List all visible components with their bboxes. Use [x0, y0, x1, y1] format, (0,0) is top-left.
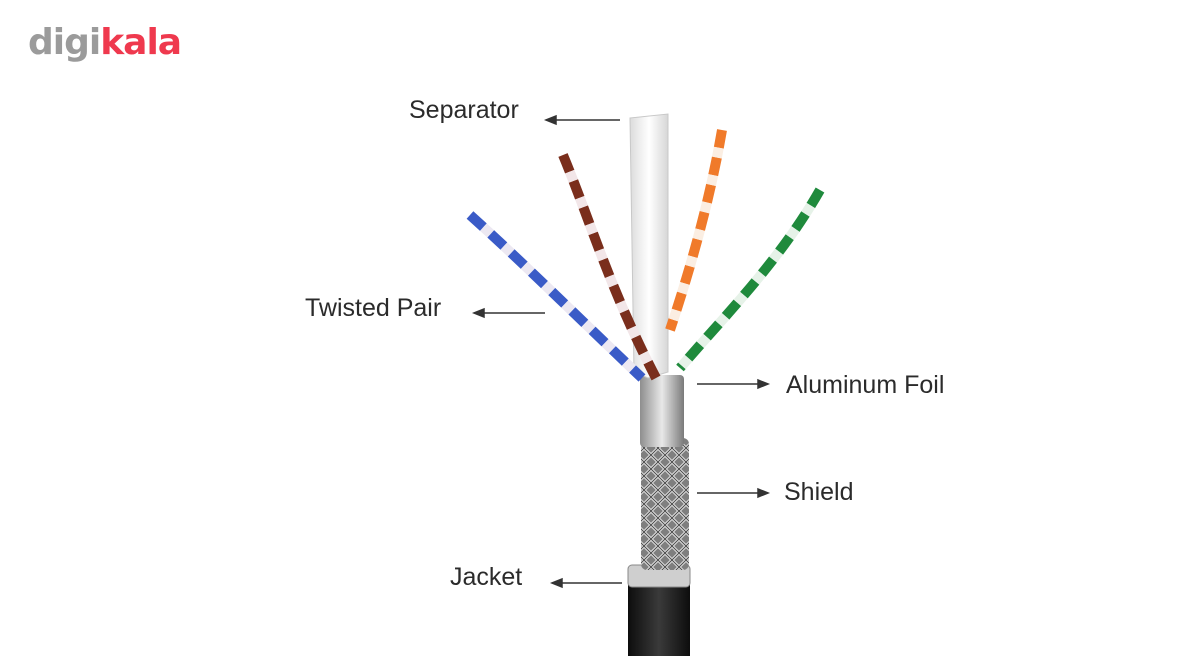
shield-braid	[641, 438, 689, 570]
label-aluminum-foil: Aluminum Foil	[786, 371, 945, 399]
arrow-aluminum-foil	[697, 378, 771, 390]
label-jacket: Jacket	[450, 563, 523, 591]
aluminum-foil	[640, 375, 684, 447]
wire-pair-orange	[665, 129, 727, 332]
arrow-twisted-pair	[471, 307, 545, 319]
jacket	[628, 578, 690, 656]
wire-pair-blue	[466, 211, 646, 382]
wire-pair-brown	[558, 153, 661, 381]
label-twisted-pair: Twisted Pair	[305, 294, 442, 322]
arrow-separator	[543, 114, 620, 126]
brand-logo: digikala	[28, 22, 182, 63]
logo-text-digi: digi	[28, 22, 101, 63]
arrow-shield	[697, 487, 771, 499]
logo-text-kala: kala	[100, 22, 182, 63]
arrow-jacket	[549, 577, 622, 589]
label-shield: Shield	[784, 478, 854, 506]
wire-pair-green	[676, 187, 825, 372]
label-separator: Separator	[409, 96, 519, 124]
